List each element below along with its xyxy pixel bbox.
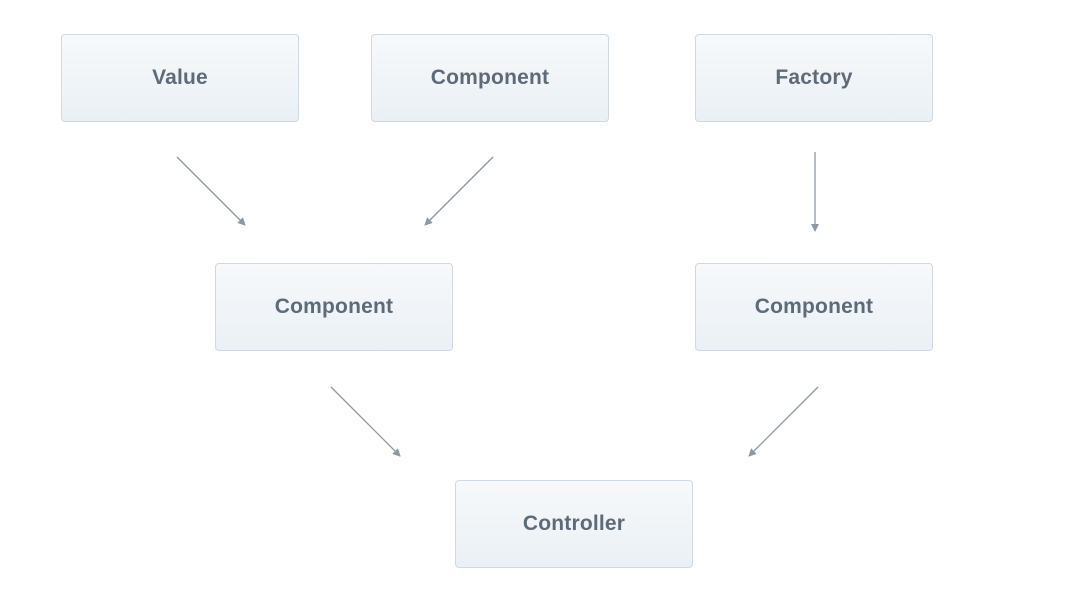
arrow-component-right-to-controller [748,386,819,457]
node-label: Component [754,295,874,318]
node-controller: Controller [455,480,693,568]
node-label: Factory [775,66,853,89]
node-factory: Factory [695,34,933,122]
node-component-left: Component [215,263,453,351]
node-label: Component [430,66,550,89]
arrow-value-to-component-left [176,156,246,226]
node-label: Controller [522,512,626,535]
node-value: Value [61,34,299,122]
arrow-component-top-to-component-left [424,156,494,226]
node-component-right: Component [695,263,933,351]
node-label: Value [152,66,208,89]
node-component-top: Component [371,34,609,122]
arrow-component-left-to-controller [330,386,401,457]
node-label: Component [274,295,394,318]
